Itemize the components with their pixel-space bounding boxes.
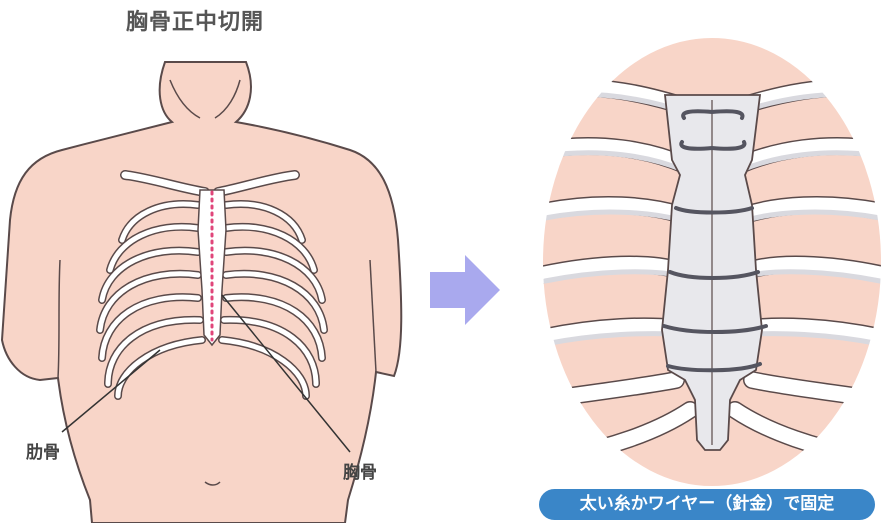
sternum-label: 胸骨 — [343, 458, 377, 483]
rib-label: 肋骨 — [26, 438, 60, 463]
arrow-right-icon — [430, 255, 500, 325]
fixation-banner: 太い糸かワイヤー（針金）で固定 — [539, 489, 875, 520]
